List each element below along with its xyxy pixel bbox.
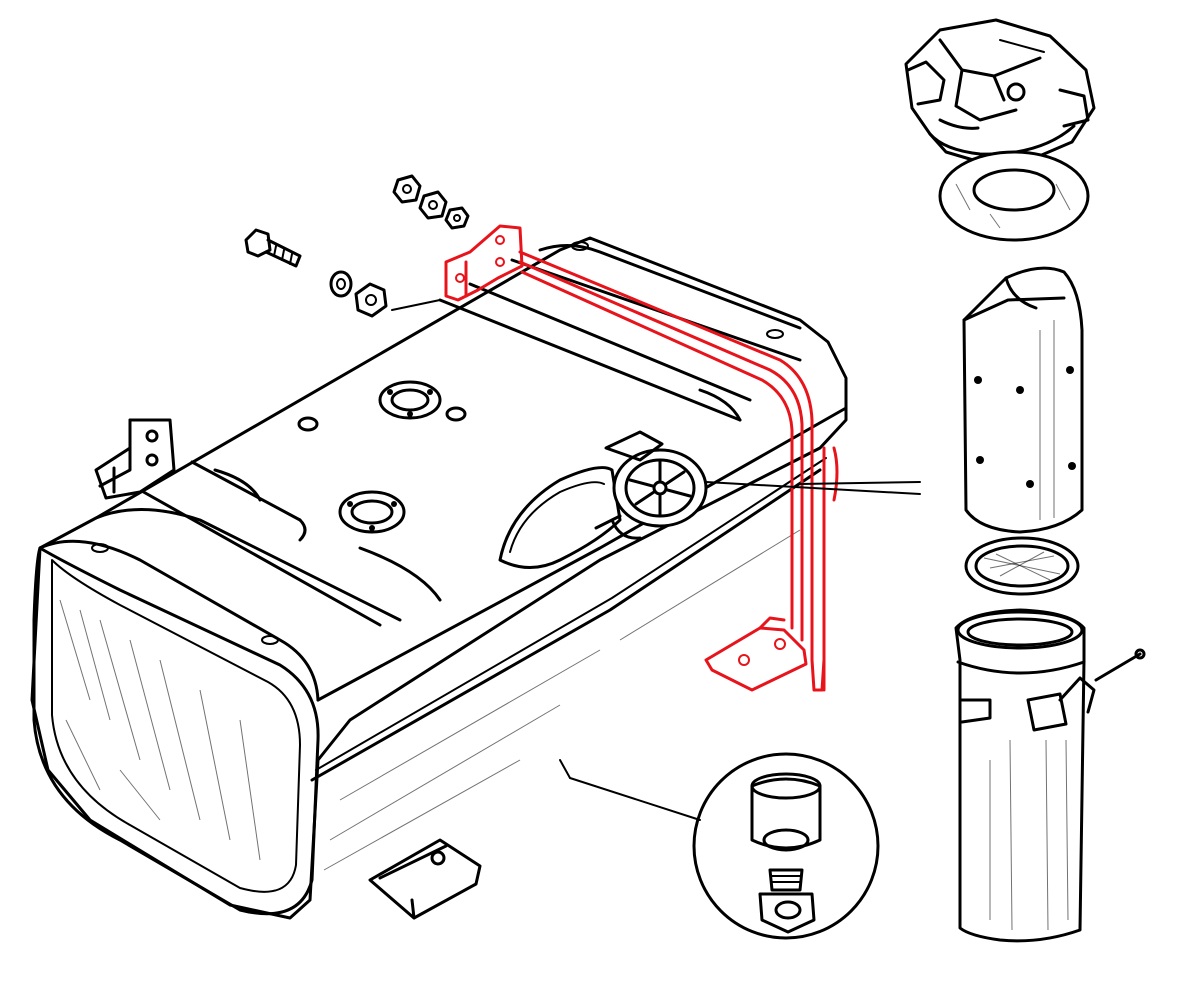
leader-line: [391, 299, 441, 311]
filler-opening: [498, 466, 622, 569]
hex-nut: [444, 206, 470, 230]
strainer-lower-tube: [954, 608, 1146, 943]
lower-mounting-bracket: [368, 838, 482, 920]
small-nut-on-tank: [445, 406, 467, 422]
hex-nut: [418, 190, 448, 220]
leader-line: [705, 481, 921, 495]
fuel-tank: [30, 236, 848, 920]
small-nut-on-tank: [297, 416, 319, 432]
side-shading: [323, 529, 801, 871]
washer: [329, 270, 353, 298]
drain-plug: [758, 868, 816, 934]
hex-nut: [354, 282, 388, 318]
sender-port-lower: [338, 490, 406, 534]
bolt: [244, 228, 302, 268]
filler-cap-gasket: [938, 150, 1090, 242]
bolt-nuts-washers: [244, 174, 470, 318]
leader-line: [569, 777, 701, 821]
filler-flange: [594, 430, 708, 540]
leader-line: [559, 759, 571, 779]
drain-plug-detail: [559, 752, 880, 940]
filler-cap: [904, 18, 1096, 164]
left-mounting-bracket: [94, 418, 176, 500]
sender-port-upper: [378, 380, 442, 420]
hex-nut: [392, 174, 422, 204]
end-face-shading: [59, 599, 261, 861]
leader-line: [799, 481, 921, 485]
rear-mounting-bracket: [704, 616, 808, 692]
drain-plug-boss: [750, 772, 822, 852]
strainer-mesh: [964, 536, 1080, 596]
strainer-upper-tube: [962, 266, 1084, 534]
